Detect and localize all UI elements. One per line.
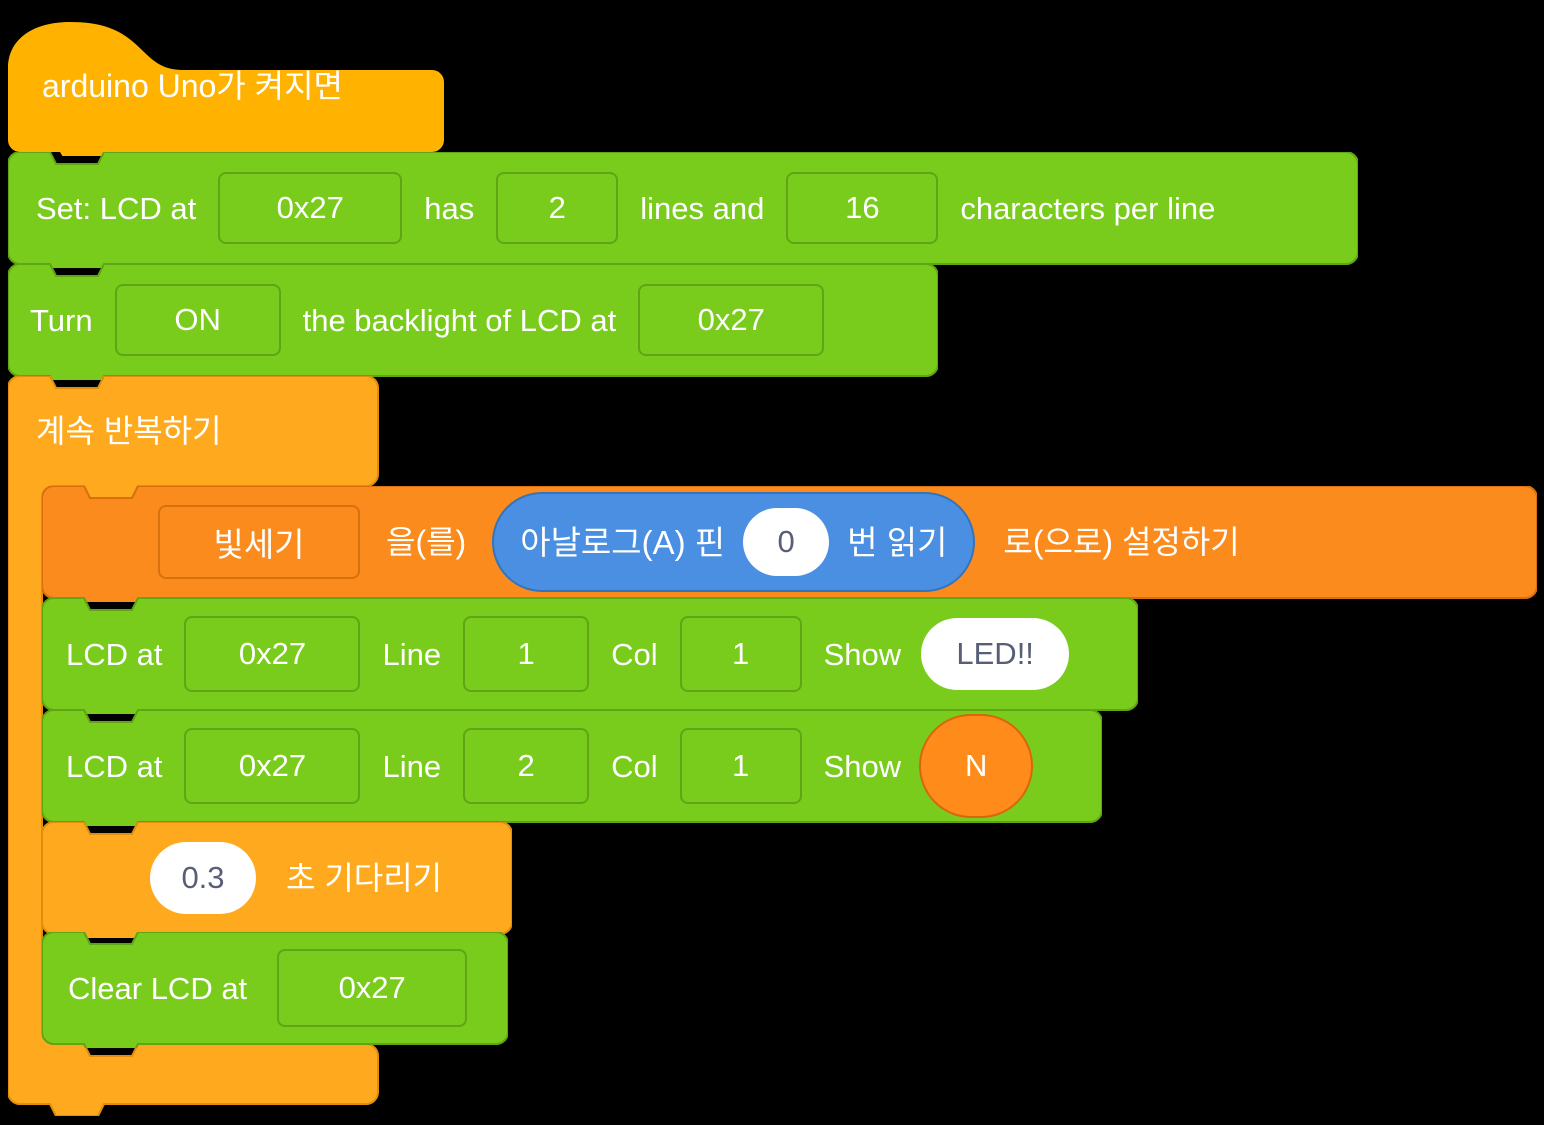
lcd-show-2-label-1: LCD at [66, 748, 163, 784]
lcd-show-1-address-field[interactable]: 0x27 [184, 616, 361, 692]
lcd-show-2-address-field[interactable]: 0x27 [184, 728, 361, 804]
wait-seconds-field[interactable]: 0.3 [150, 842, 256, 914]
block-arduino-uno-started[interactable]: arduino Uno가 켜지면 [8, 20, 444, 156]
lcd-setup-label-1: Set: LCD at [36, 190, 197, 226]
analog-read-label-1: 아날로그(A) 핀 [520, 523, 726, 561]
forever-loop-label: 계속 반복하기 [36, 413, 222, 449]
block-lcd-show-1[interactable]: LCD at 0x27 Line 1 Col 1 Show LED!! [42, 598, 1138, 714]
block-lcd-setup[interactable]: Set: LCD at 0x27 has 2 lines and 16 char… [8, 152, 1358, 268]
lcd-show-1-line-field[interactable]: 1 [463, 616, 590, 692]
lcd-setup-label-4: characters per line [960, 190, 1216, 226]
lcd-show-2-line-field[interactable]: 2 [463, 728, 590, 804]
lcd-show-1-label-4: Show [823, 636, 902, 672]
block-analog-read[interactable]: 아날로그(A) 핀 0 번 읽기 [492, 492, 976, 592]
lcd-show-2-label-3: Col [611, 748, 658, 784]
lcd-show-1-label-1: LCD at [66, 636, 163, 672]
block-forever-loop[interactable]: 계속 반복하기 [8, 376, 388, 1116]
lcd-show-1-label-2: Line [382, 636, 442, 672]
lcd-show-2-label-4: Show [823, 748, 902, 784]
lcd-setup-label-2: has [424, 190, 475, 226]
lcd-setup-chars-field[interactable]: 16 [786, 172, 939, 244]
block-lcd-show-2[interactable]: LCD at 0x27 Line 2 Col 1 Show N [42, 710, 1102, 826]
set-variable-label-2: 로(으로) 설정하기 [1003, 524, 1240, 560]
wait-seconds-label: 초 기다리기 [286, 860, 443, 896]
lcd-show-2-variable-reporter[interactable]: N [919, 714, 1034, 818]
set-variable-name-field[interactable]: 빛세기 [158, 505, 360, 579]
block-wait-seconds[interactable]: 0.3 초 기다리기 [42, 822, 512, 938]
backlight-state-field[interactable]: ON [114, 284, 281, 356]
backlight-label-2: the backlight of LCD at [302, 302, 617, 338]
analog-read-pin-field[interactable]: 0 [743, 508, 830, 576]
block-lcd-clear[interactable]: Clear LCD at 0x27 [42, 932, 508, 1048]
block-set-variable[interactable]: 빛세기 을(를) 아날로그(A) 핀 0 번 읽기 로(으로) 설정하기 [42, 486, 1537, 602]
set-variable-label-1: 을(를) [386, 524, 467, 560]
lcd-show-1-text-field[interactable]: LED!! [921, 618, 1070, 690]
lcd-show-2-label-2: Line [382, 748, 442, 784]
hat-block-shape [8, 22, 444, 156]
lcd-show-2-col-field[interactable]: 1 [679, 728, 802, 804]
backlight-label-1: Turn [30, 302, 93, 338]
lcd-setup-lines-field[interactable]: 2 [496, 172, 619, 244]
lcd-show-1-col-field[interactable]: 1 [679, 616, 802, 692]
hat-block-label: arduino Uno가 켜지면 [42, 68, 343, 104]
lcd-show-1-label-3: Col [611, 636, 658, 672]
lcd-clear-address-field[interactable]: 0x27 [277, 949, 468, 1027]
backlight-address-field[interactable]: 0x27 [638, 284, 825, 356]
block-lcd-backlight[interactable]: Turn ON the backlight of LCD at 0x27 [8, 264, 938, 380]
lcd-clear-label-1: Clear LCD at [68, 970, 248, 1006]
lcd-setup-address-field[interactable]: 0x27 [218, 172, 403, 244]
lcd-setup-label-3: lines and [640, 190, 765, 226]
analog-read-label-2: 번 읽기 [847, 523, 948, 561]
